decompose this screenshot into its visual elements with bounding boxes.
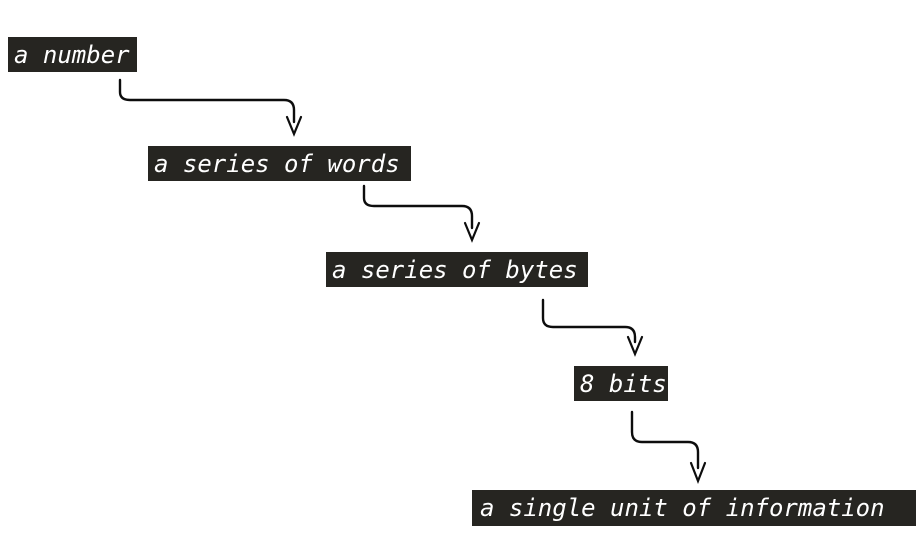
connector-line <box>362 184 474 230</box>
node-label-text: a series of bytes <box>332 255 578 284</box>
node-label-a-number: a number <box>8 37 137 72</box>
connector-line <box>630 410 700 470</box>
node-label-8-bits: 8 bits <box>574 366 668 401</box>
arrowhead-icon <box>285 115 303 137</box>
connector-line <box>118 78 296 124</box>
arrowhead-icon <box>689 461 707 485</box>
arrowhead-icon <box>626 335 644 357</box>
connector-number-to-words <box>118 78 303 137</box>
node-label-text: a single unit of information <box>480 494 885 522</box>
node-label-a-series-of-words: a series of words <box>148 146 411 181</box>
connector-words-to-bytes <box>362 184 481 243</box>
arrowhead-icon <box>463 221 481 243</box>
node-label-text: a series of words <box>154 149 400 178</box>
connector-line <box>541 298 637 344</box>
node-label-text: a number <box>14 40 130 69</box>
connector-bits-to-information <box>630 410 707 485</box>
node-label-a-series-of-bytes: a series of bytes <box>326 252 588 287</box>
node-label-text: 8 bits <box>580 369 667 398</box>
node-label-a-single-unit-of-information: a single unit of information <box>472 490 916 526</box>
connector-bytes-to-bits <box>541 298 644 357</box>
